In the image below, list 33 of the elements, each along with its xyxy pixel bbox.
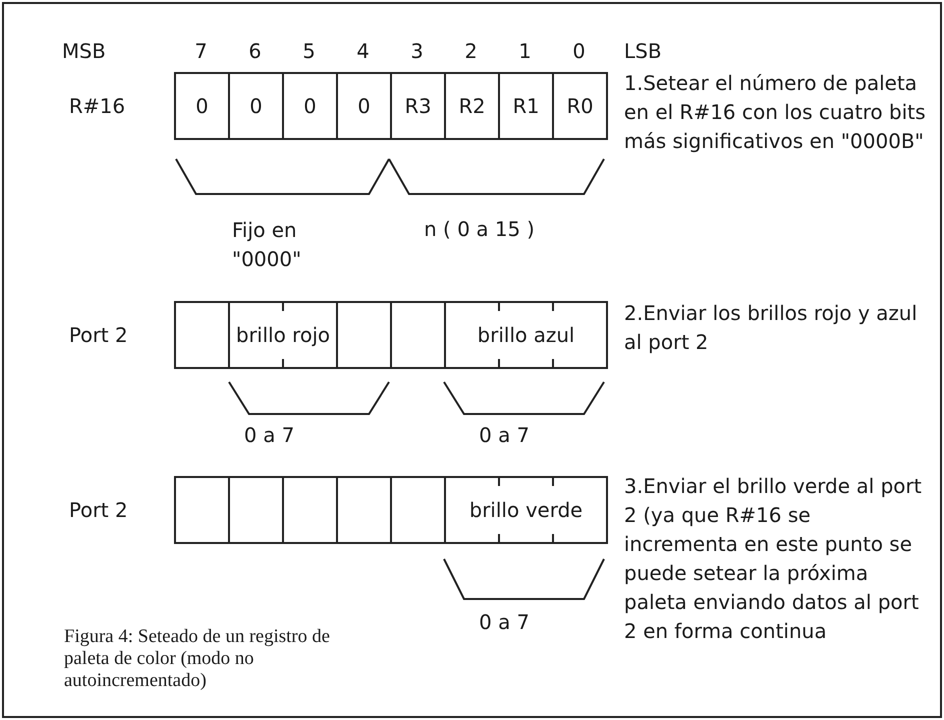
bit-number: 6 bbox=[248, 38, 262, 64]
bit-number: 5 bbox=[302, 38, 316, 64]
bit-number: 7 bbox=[194, 38, 208, 64]
field-range-label: Fijo en "0000" bbox=[232, 217, 302, 273]
field-range-label: n ( 0 a 15 ) bbox=[424, 216, 534, 242]
register-cell: brillo azul bbox=[444, 301, 608, 369]
register-cell: brillo verde bbox=[444, 476, 608, 544]
step-note: 3.Enviar el brillo verde al port 2 (ya que R#16 se incrementa en este punto se puede setear la próxima paleta enviando datos al port 2 en forma continua bbox=[624, 473, 923, 645]
bit-number: 0 bbox=[572, 38, 586, 64]
field-range-label: 0 a 7 bbox=[244, 422, 294, 448]
register-cell: R0 bbox=[552, 72, 608, 140]
bit-number: 2 bbox=[464, 38, 478, 64]
register-label: Port 2 bbox=[69, 322, 128, 348]
bit-number: 1 bbox=[518, 38, 532, 64]
register-cell: R2 bbox=[444, 72, 500, 140]
register-label: R#16 bbox=[69, 93, 126, 119]
register-label: LSB bbox=[624, 38, 662, 64]
step-note: 1.Setear el número de paleta en el R#16 con los cuatro bits más significativos en "0000B" bbox=[624, 70, 927, 155]
register-cell: brillo rojo bbox=[228, 301, 338, 369]
register-label: MSB bbox=[62, 38, 106, 64]
field-range-label: 0 a 7 bbox=[479, 422, 530, 448]
register-label: Port 2 bbox=[69, 497, 128, 523]
register-cell: 0 bbox=[174, 72, 230, 140]
figure-caption: Figura 4: Seteado de un registro de paleta de color (modo no autoincrementado) bbox=[64, 626, 331, 692]
bit-number: 4 bbox=[356, 38, 370, 64]
step-note: 2.Enviar los brillos rojo y azul al port 2 bbox=[624, 300, 918, 356]
register-cell: 0 bbox=[336, 72, 392, 140]
register-cell: 0 bbox=[228, 72, 284, 140]
field-range-label: 0 a 7 bbox=[479, 609, 530, 635]
register-cell: R3 bbox=[390, 72, 446, 140]
register-cell: R1 bbox=[498, 72, 554, 140]
bit-number: 3 bbox=[410, 38, 424, 64]
register-cell: 0 bbox=[282, 72, 338, 140]
